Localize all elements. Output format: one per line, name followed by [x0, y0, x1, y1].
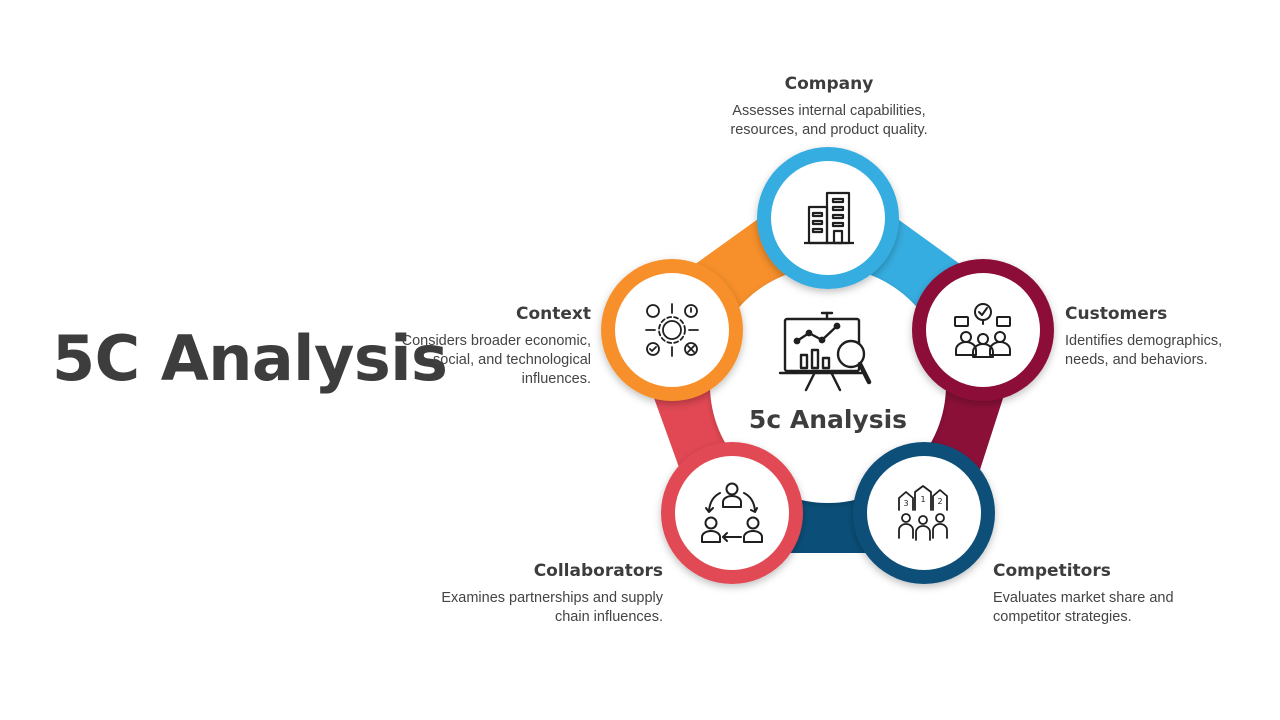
node-customers: [912, 259, 1054, 401]
context-label: Context Considers broader economic, soci…: [400, 304, 591, 389]
context-heading: Context: [515, 304, 591, 324]
node-context: [601, 259, 743, 401]
svg-text:3: 3: [903, 499, 908, 508]
competitors-label: Competitors Evaluates market share and c…: [993, 561, 1183, 627]
node-competitors: 3 1 2: [853, 442, 995, 584]
center-circle: [710, 267, 946, 503]
competitors-description: Evaluates market share and competitor st…: [993, 590, 1174, 625]
context-gear-icon: [645, 303, 699, 357]
collaboration-cycle-icon: [701, 482, 763, 543]
company-heading: Company: [784, 74, 874, 94]
collaborators-heading: Collaborators: [533, 561, 663, 581]
node-collaborators: [661, 442, 803, 584]
company-label: Company Assesses internal capabilities, …: [700, 74, 958, 140]
customer-group-icon: [954, 303, 1011, 358]
office-building-icon: [804, 191, 854, 245]
collaborators-description: Examines partnerships and supply chain i…: [441, 590, 663, 625]
customers-description: Identifies demographics, needs, and beha…: [1065, 333, 1223, 368]
competitor-ranking-icon: 3 1 2: [898, 485, 948, 541]
center-title: 5c Analysis: [749, 405, 907, 434]
node-company: [757, 147, 899, 289]
customers-heading: Customers: [1065, 304, 1168, 324]
customers-label: Customers Identifies demographics, needs…: [1065, 304, 1235, 370]
svg-text:1: 1: [920, 495, 925, 504]
competitors-heading: Competitors: [993, 561, 1111, 581]
page-title: 5C Analysis: [52, 322, 448, 395]
collaborators-label: Collaborators Examines partnerships and …: [430, 561, 663, 627]
company-description: Assesses internal capabilities, resource…: [730, 103, 928, 138]
presentation-analytics-icon: [778, 311, 872, 392]
context-description: Considers broader economic, social, and …: [401, 333, 591, 387]
svg-text:2: 2: [937, 497, 942, 506]
